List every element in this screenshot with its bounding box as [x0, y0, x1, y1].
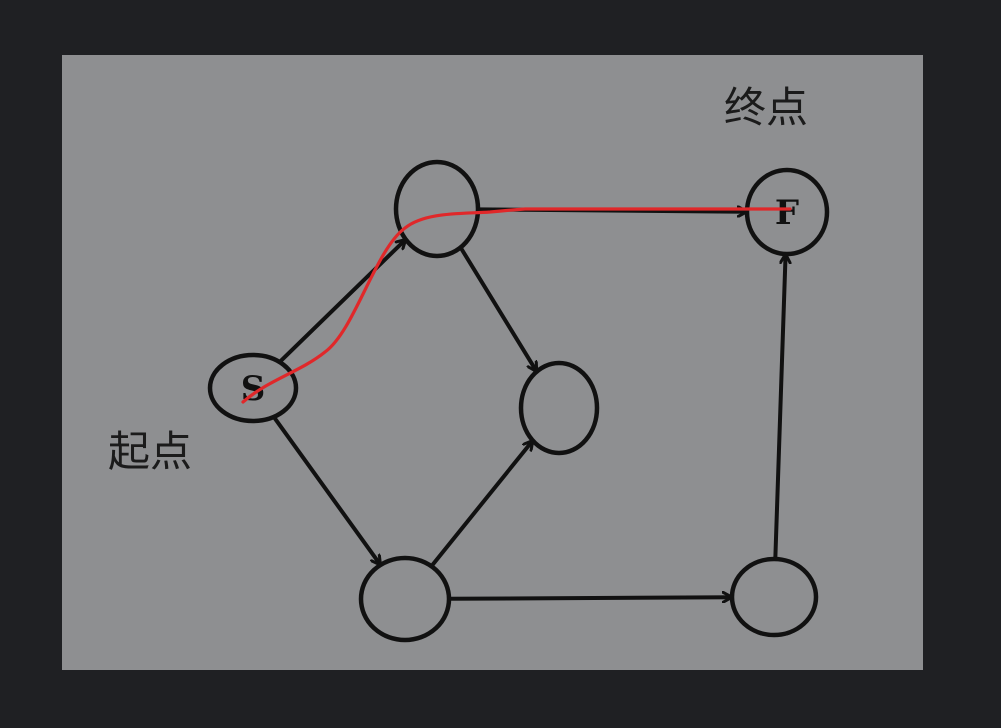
node-label-f: F — [775, 193, 799, 233]
node-b — [518, 360, 600, 456]
edge-d-f — [773, 252, 785, 561]
node-f — [744, 167, 830, 257]
edge-c-b — [429, 438, 535, 569]
node-d — [729, 556, 819, 638]
edges-layer — [271, 209, 786, 599]
edge-a-b — [458, 245, 539, 374]
edge-c-d — [447, 597, 734, 599]
node-c — [358, 555, 452, 643]
end-label: 终点 — [724, 83, 808, 132]
node-s — [207, 352, 299, 424]
start-label: 起点 — [108, 427, 192, 476]
highlighted-path — [241, 207, 792, 404]
diagram-paper — [62, 55, 923, 670]
edge-s-c — [271, 414, 383, 567]
edge-s-a — [277, 237, 408, 365]
node-a — [393, 159, 481, 259]
nodes-layer: SF — [207, 159, 830, 643]
